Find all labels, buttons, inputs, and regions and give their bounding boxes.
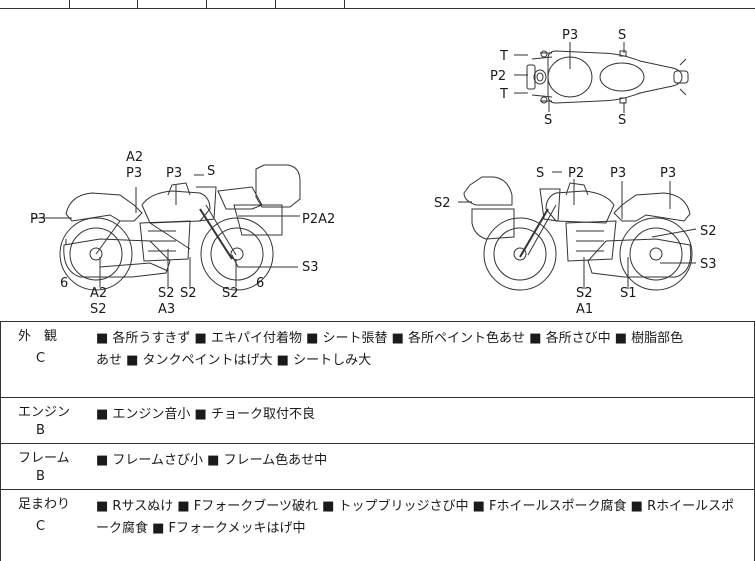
header-cell <box>0 0 70 8</box>
top-view-motorcycle <box>526 50 689 104</box>
category-cell: フレーム B <box>0 444 80 489</box>
notes-line: ーク腐食 ■ Fフォークメッキはげ中 <box>96 521 306 536</box>
category-grade: C <box>36 519 46 534</box>
divider <box>0 8 755 9</box>
marker-label: S3 <box>302 260 319 275</box>
marker-label: P2 <box>568 166 584 181</box>
marker-label: S2 <box>434 196 451 211</box>
marker-label: P3 <box>30 212 46 227</box>
left-view-labels: A2 P3 P3 S P3 P2A2 S3 6 6 A2 S2 S2 S2 S2… <box>30 150 335 317</box>
marker-label: P3 <box>126 166 142 181</box>
header-cell <box>0 0 138 8</box>
condition-row-frame: フレーム B ■ フレームさび小 ■ フレーム色あせ中 <box>0 444 755 489</box>
marker-label: P2 <box>490 69 506 84</box>
marker-label: P3 <box>166 166 182 181</box>
condition-notes: ■ フレームさび小 ■ フレーム色あせ中 <box>96 450 748 472</box>
divider <box>0 321 1 561</box>
marker-label: S2 <box>90 302 107 317</box>
category-cell: 足まわり C <box>0 490 80 561</box>
category-grade: B <box>36 423 45 438</box>
header-cell <box>0 0 276 8</box>
marker-label: T <box>499 87 508 102</box>
notes-line: ■ フレームさび小 ■ フレーム色あせ中 <box>96 453 328 468</box>
marker-label: S <box>544 113 552 128</box>
header-cell <box>0 0 345 8</box>
marker-label: S2 <box>222 286 239 301</box>
divider <box>0 489 755 490</box>
marker-label: S1 <box>620 286 637 301</box>
notes-line: ■ Rサスぬけ ■ Fフォークブーツ破れ ■ トップブリッジさび中 ■ Fホイー… <box>96 499 735 514</box>
marker-label: A2 <box>126 150 143 165</box>
marker-label: P3 <box>610 166 626 181</box>
marker-label: 6 <box>256 276 264 291</box>
right-side-motorcycle <box>463 176 693 291</box>
marker-label: S <box>536 166 544 181</box>
category-cell: エンジン B <box>0 398 80 443</box>
divider <box>0 443 755 444</box>
notes-line: ■ 各所うすきず ■ エキパイ付着物 ■ シート張替 ■ 各所ペイント色あせ ■… <box>96 331 684 346</box>
marker-label: T <box>499 49 508 64</box>
divider <box>0 397 755 398</box>
motorcycle-damage-diagram: P3 S T P2 T S S A2 P3 P3 S P3 P2A2 S3 6 … <box>0 9 755 321</box>
divider <box>0 321 755 322</box>
marker-label: S2 <box>158 286 175 301</box>
condition-notes: ■ 各所うすきず ■ エキパイ付着物 ■ シート張替 ■ 各所ペイント色あせ ■… <box>96 328 748 372</box>
marker-label: P3 <box>562 28 578 43</box>
marker-label: 6 <box>60 276 68 291</box>
header-cell <box>0 0 207 8</box>
marker-label: P3 <box>660 166 676 181</box>
category-name: 足まわり <box>18 497 71 512</box>
condition-notes: ■ Rサスぬけ ■ Fフォークブーツ破れ ■ トップブリッジさび中 ■ Fホイー… <box>96 496 748 540</box>
marker-label: P2A2 <box>302 212 335 227</box>
marker-label: S <box>618 113 626 128</box>
category-name: フレーム <box>18 451 70 466</box>
category-cell: 外 観 C <box>0 322 80 397</box>
notes-line: ■ エンジン音小 ■ チョーク取付不良 <box>96 407 315 422</box>
marker-label: S3 <box>700 257 717 272</box>
diagram-svg: P3 S T P2 T S S A2 P3 P3 S P3 P2A2 S3 6 … <box>30 28 717 317</box>
marker-label: A2 <box>90 286 107 301</box>
condition-row-exterior: 外 観 C ■ 各所うすきず ■ エキパイ付着物 ■ シート張替 ■ 各所ペイン… <box>0 322 755 397</box>
right-view-labels: S P2 P3 P3 S2 S2 S3 S2 S1 A1 <box>434 166 717 317</box>
left-side-motorcycle <box>59 164 301 291</box>
condition-row-engine: エンジン B ■ エンジン音小 ■ チョーク取付不良 <box>0 398 755 443</box>
header-row-fragment <box>0 0 755 8</box>
category-name: エンジン <box>18 405 71 420</box>
marker-label: S2 <box>700 224 717 239</box>
marker-label: S <box>207 164 215 179</box>
marker-label: S2 <box>576 286 593 301</box>
marker-label: A3 <box>158 302 175 317</box>
notes-line: あせ ■ タンクペイントはげ大 ■ シートしみ大 <box>96 353 372 368</box>
category-name: 外 観 <box>18 329 58 344</box>
marker-label: S <box>618 28 626 43</box>
category-grade: C <box>36 351 46 366</box>
condition-row-suspension: 足まわり C ■ Rサスぬけ ■ Fフォークブーツ破れ ■ トップブリッジさび中… <box>0 490 755 561</box>
condition-notes: ■ エンジン音小 ■ チョーク取付不良 <box>96 404 748 426</box>
category-grade: B <box>36 469 45 484</box>
top-view-labels: P3 S T P2 T S S <box>490 28 626 128</box>
marker-label: S2 <box>180 286 197 301</box>
marker-label: A1 <box>576 302 593 317</box>
